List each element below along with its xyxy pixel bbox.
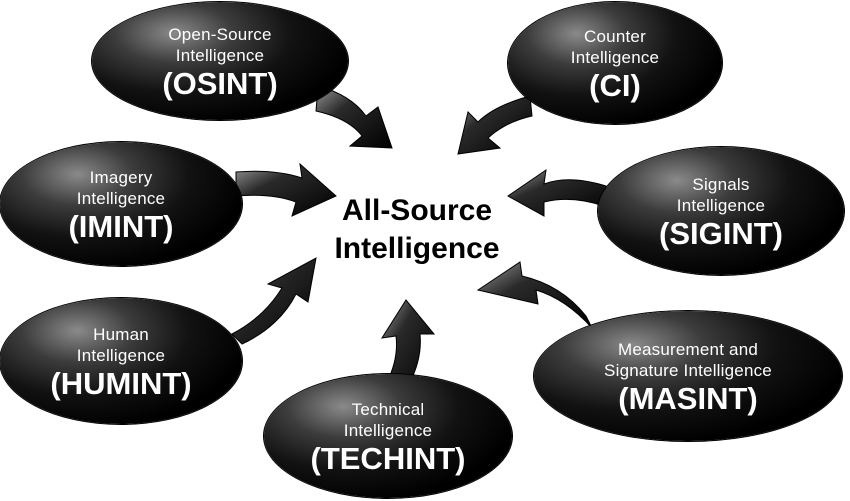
techint-abbreviation: (TECHINT) [310, 441, 466, 476]
arrow-masint [476, 261, 593, 329]
masint-abbreviation: (MASINT) [618, 381, 758, 416]
osint-label-line-1: Open-Source [168, 25, 272, 44]
ci-label-line-2: Intelligence [570, 48, 660, 67]
center-label-line-1: All-Source [341, 194, 493, 227]
techint-node: Technical Intelligence (TECHINT) [264, 374, 512, 498]
sigint-abbreviation: (SIGINT) [659, 216, 783, 251]
techint-label-line-1: Technical [351, 400, 425, 419]
arrow-ci [457, 95, 533, 155]
sigint-node: Signals Intelligence (SIGINT) [598, 147, 844, 275]
humint-abbreviation: (HUMINT) [50, 366, 192, 401]
imint-label-line-1: Imagery [89, 168, 153, 187]
humint-label-line-2: Intelligence [76, 346, 166, 365]
humint-label-line-1: Human [93, 325, 149, 344]
techint-label-line-2: Intelligence [343, 421, 433, 440]
masint-node: Measurement and Signature Intelligence (… [534, 311, 842, 441]
osint-node: Open-Source Intelligence (OSINT) [92, 2, 348, 120]
ci-node: Counter Intelligence (CI) [508, 2, 722, 124]
humint-node: Human Intelligence (HUMINT) [0, 298, 242, 424]
arrow-osint [315, 85, 393, 149]
masint-label-line-2: Signature Intelligence [604, 361, 772, 380]
imint-abbreviation: (IMINT) [68, 209, 174, 244]
ci-abbreviation: (CI) [589, 68, 641, 103]
sigint-label-line-2: Intelligence [676, 196, 766, 215]
arrow-sigint [507, 168, 607, 217]
osint-abbreviation: (OSINT) [162, 66, 278, 101]
masint-label-line-1: Measurement and [617, 340, 759, 359]
arrow-humint [231, 257, 317, 345]
osint-label-line-2: Intelligence [175, 46, 265, 65]
ci-label-line-1: Counter [584, 27, 646, 46]
sigint-label-line-1: Signals [692, 175, 750, 194]
imint-label-line-2: Intelligence [76, 189, 166, 208]
center-label-line-2: Intelligence [334, 232, 500, 265]
center-label: All-Source Intelligence [292, 192, 542, 272]
arrow-imint [235, 162, 337, 217]
imint-node: Imagery Intelligence (IMINT) [0, 142, 242, 266]
